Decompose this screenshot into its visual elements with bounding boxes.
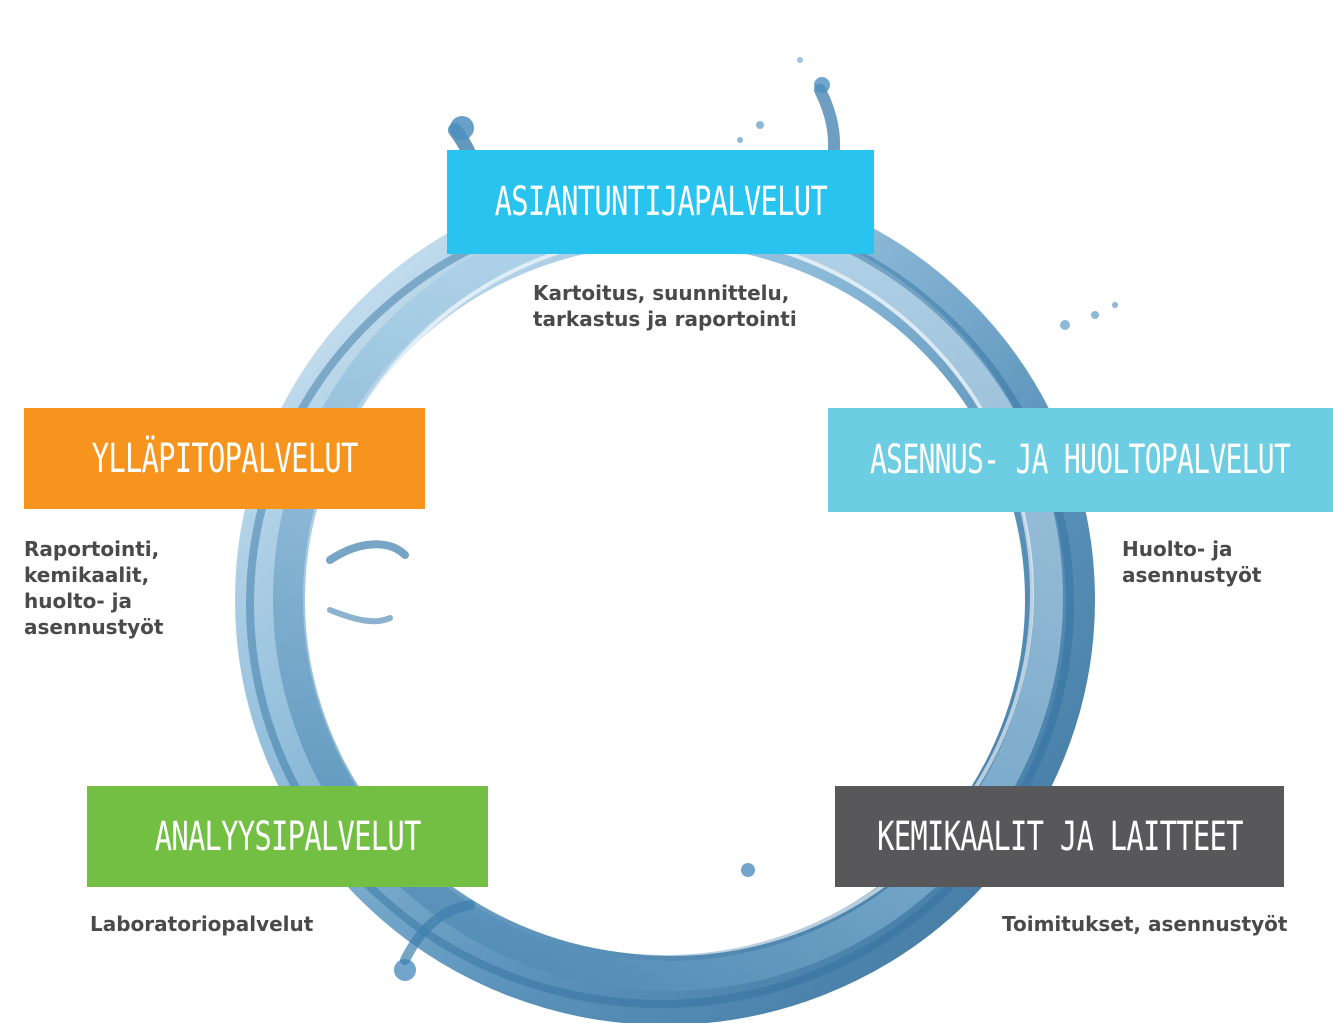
service-description-yllapitopalvelut: Raportointi, kemikaalit, huolto- ja asen… — [24, 537, 164, 639]
service-box-asiantuntijapalvelut[interactable]: ASIANTUNTIJAPALVELUT — [447, 150, 874, 254]
service-box-asennus-ja-huoltopalvelut[interactable]: ASENNUS- JA HUOLTOPALVELUT — [828, 408, 1333, 512]
service-title-kemikaalit-ja-laitteet: KEMIKAALIT JA LAITTEET — [876, 813, 1243, 860]
service-description-asennus-ja-huoltopalvelut: Huolto- ja asennustyöt — [1122, 537, 1262, 587]
service-title-yllapitopalvelut: YLLÄPITOPALVELUT — [91, 435, 359, 482]
service-box-analyysipalvelut[interactable]: ANALYYSIPALVELUT — [87, 786, 488, 887]
service-description-asiantuntijapalvelut: Kartoitus, suunnittelu, tarkastus ja rap… — [533, 281, 797, 331]
service-title-asiantuntijapalvelut: ASIANTUNTIJAPALVELUT — [494, 179, 827, 225]
service-title-analyysipalvelut: ANALYYSIPALVELUT — [154, 813, 422, 860]
service-box-kemikaalit-ja-laitteet[interactable]: KEMIKAALIT JA LAITTEET — [835, 786, 1284, 887]
service-description-analyysipalvelut: Laboratoriopalvelut — [90, 912, 314, 936]
service-box-yllapitopalvelut[interactable]: YLLÄPITOPALVELUT — [24, 408, 425, 509]
service-description-kemikaalit-ja-laitteet: Toimitukset, asennustyöt — [1002, 912, 1288, 936]
service-title-asennus-ja-huoltopalvelut: ASENNUS- JA HUOLTOPALVELUT — [870, 437, 1291, 483]
